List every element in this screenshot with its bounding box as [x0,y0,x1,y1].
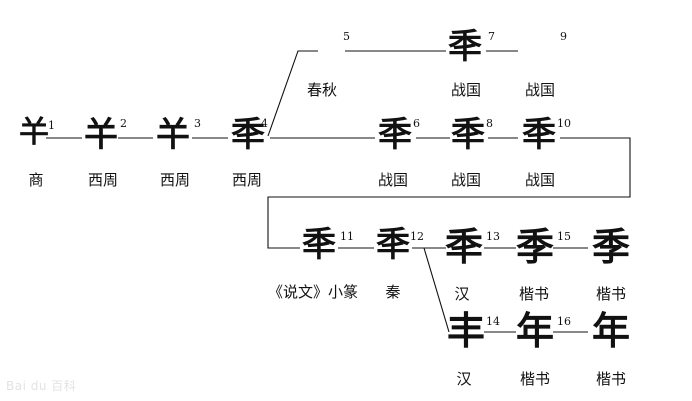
caption-5: 春秋 [307,83,337,98]
number-8: 8 [486,118,493,129]
caption-11: 《说文》小篆 [268,285,358,300]
caption-12: 秦 [385,285,400,300]
caption-14: 汉 [456,372,471,387]
glyph-15-final: 季 [592,228,630,266]
caption-8: 战国 [451,173,481,188]
caption-15-final: 楷书 [596,287,626,302]
number-7: 7 [488,31,495,42]
number-3: 3 [194,118,201,129]
glyph-16: 年 [516,312,554,350]
glyph-12: 秊 [376,228,410,262]
caption-16-final: 楷书 [596,372,626,387]
caption-3: 西周 [160,173,190,188]
number-13: 13 [486,231,500,242]
number-11: 11 [340,231,354,242]
number-14: 14 [486,316,500,327]
caption-15: 楷书 [519,287,549,302]
number-10: 10 [557,118,571,129]
watermark: Bai du 百科 [6,377,76,394]
caption-7: 战国 [451,83,481,98]
glyph-6: 秊 [378,118,412,152]
caption-9: 战国 [525,83,555,98]
glyph-13: 秊 [445,228,483,266]
caption-13: 汉 [454,287,469,302]
caption-10: 战国 [525,173,555,188]
number-9: 9 [560,31,567,42]
number-4: 4 [261,118,268,129]
caption-4: 西周 [232,173,262,188]
glyph-1: 𢆉 [19,118,49,148]
caption-1: 商 [28,173,43,188]
glyph-16-final: 年 [592,312,630,350]
number-1: 1 [48,120,55,131]
number-5: 5 [343,31,350,42]
glyph-4: 秊 [231,118,265,152]
glyph-3: 𢆉 [156,118,190,152]
glyph-8: 秊 [451,118,485,152]
caption-6: 战国 [378,173,408,188]
glyph-15: 季 [516,228,554,266]
glyph-14: 丰 [447,312,485,350]
number-12: 12 [410,231,424,242]
glyph-11: 秊 [302,228,336,262]
caption-2: 西周 [88,173,118,188]
caption-16: 楷书 [520,372,550,387]
number-15: 15 [557,231,571,242]
glyph-7: 秊 [448,30,482,64]
number-6: 6 [413,118,420,129]
number-16: 16 [557,316,571,327]
glyph-10: 秊 [522,118,556,152]
glyph-2: 𢆉 [84,118,118,152]
number-2: 2 [120,118,127,129]
